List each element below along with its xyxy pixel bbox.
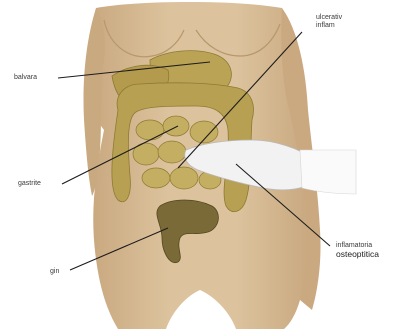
label-top-right: ulcerativ inflam: [316, 14, 342, 30]
label-top-right-line2: inflam: [316, 22, 342, 30]
label-right-lower-line2: osteoptitica: [336, 250, 379, 258]
label-left-upper: balvara: [14, 74, 37, 82]
label-right-lower: inflamatoria osteoptitica: [336, 242, 379, 258]
label-top-right-line1: ulcerativ: [316, 14, 342, 22]
label-left-middle: gastrite: [18, 180, 41, 188]
label-left-lower: gin: [50, 268, 59, 276]
examiner-sleeve: [300, 150, 356, 194]
